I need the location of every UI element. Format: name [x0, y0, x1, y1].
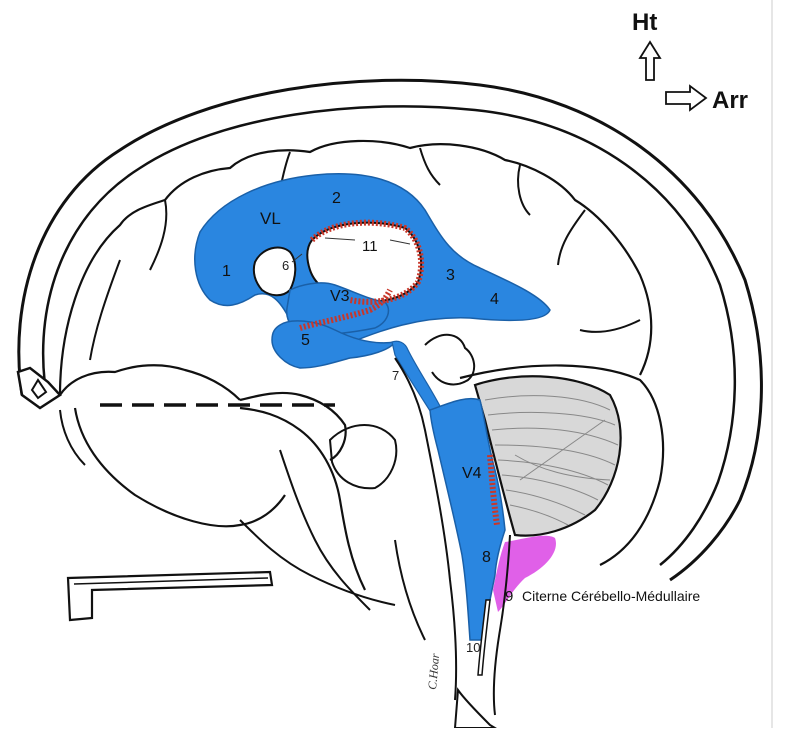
label-9: 9	[505, 588, 513, 605]
arrow-up-icon	[640, 42, 660, 80]
sulcus-4	[518, 165, 530, 215]
label-4: 4	[490, 291, 499, 308]
sulcus-6	[90, 260, 120, 360]
label-8: 8	[482, 549, 491, 566]
temporal-lobe-outline	[60, 365, 240, 400]
label-cistern: Citerne Cérébello-Médullaire	[522, 588, 700, 604]
label-1: 1	[222, 263, 231, 280]
neck-front	[395, 540, 425, 640]
temporal-lobe-lower	[240, 393, 346, 460]
frontal-sinus	[18, 368, 60, 408]
artist-signature: C.Hoar	[425, 653, 442, 691]
face-inner-1	[60, 410, 85, 465]
mandible-outline	[240, 520, 395, 605]
skull-outline	[19, 80, 762, 580]
arrow-right-icon	[666, 86, 706, 110]
orientation-up-label: Ht	[632, 9, 657, 36]
pharynx-outline	[280, 450, 370, 610]
orientation-back-label: Arr	[712, 87, 748, 114]
sulcus-3	[420, 148, 440, 185]
spinal-cord	[455, 690, 495, 728]
sulcus-7	[580, 320, 640, 332]
label-3: 3	[446, 267, 455, 284]
label-vl: VL	[260, 209, 281, 228]
sulcus-1	[150, 200, 166, 270]
label-v3: V3	[330, 288, 350, 305]
label-11: 11	[362, 238, 378, 255]
skull-inner-outline	[43, 106, 735, 565]
label-5: 5	[301, 332, 310, 349]
sulcus-5	[558, 210, 585, 265]
label-v4: V4	[462, 465, 482, 482]
face-outline	[75, 408, 285, 526]
label-2: 2	[332, 190, 341, 207]
label-10: 10	[466, 640, 480, 655]
pons-outline	[330, 425, 396, 488]
label-6: 6	[282, 258, 289, 273]
label-7: 7	[392, 368, 399, 383]
